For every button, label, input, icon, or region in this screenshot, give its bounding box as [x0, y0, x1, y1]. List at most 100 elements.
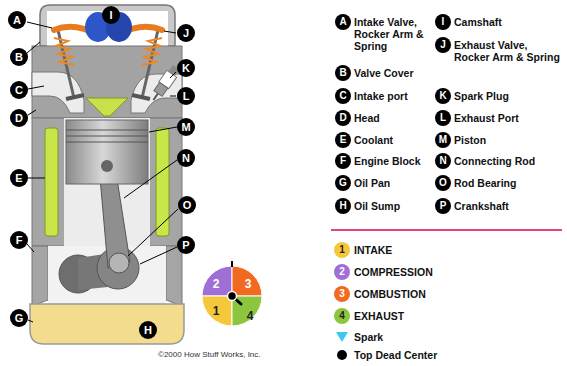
legend-text: Spark [354, 331, 383, 343]
part-name: Head [354, 112, 440, 124]
dial-combustion [232, 266, 262, 296]
plug-electrode [153, 93, 158, 100]
spark-triangle [336, 332, 348, 342]
leader-line [170, 72, 176, 78]
leader-lines [27, 22, 178, 322]
legend-number: 3 [334, 286, 350, 302]
crankcase-wall [166, 246, 182, 306]
dial-tick [231, 261, 233, 267]
callout-letter: K [177, 59, 195, 77]
plug-body [154, 82, 168, 96]
callout-letter: K [435, 88, 451, 104]
piston-ring [66, 130, 148, 131]
combustion-chamber [86, 98, 128, 116]
legend-text: Top Dead Center [354, 349, 437, 361]
copyright-note: ©2000 How Stuff Works, Inc. [158, 350, 261, 360]
dial-intake [202, 296, 232, 326]
stroke-number: 2 [208, 277, 224, 291]
coolant-jacket [45, 128, 58, 236]
leader-line [170, 96, 176, 97]
dial-exhaust [232, 296, 262, 326]
callout-letter: G [10, 309, 28, 327]
legend-text: COMBUSTION [354, 288, 426, 300]
part-name: Engine Block [354, 155, 440, 167]
callout-letter: C [10, 81, 28, 99]
legend-number: 4 [334, 308, 350, 324]
part-name: Crankshaft [454, 200, 564, 212]
legend-text: INTAKE [354, 244, 392, 256]
wrist-pin [101, 160, 113, 172]
callout-letter: P [177, 236, 195, 254]
part-name: Valve Cover [354, 67, 440, 79]
intake-port [32, 72, 84, 113]
callout-letter: J [435, 37, 451, 53]
part-name: Piston [454, 134, 564, 146]
cylinder-head [32, 46, 182, 118]
callout-letter: N [435, 153, 451, 169]
leader-line [128, 209, 178, 256]
callout-letter: B [10, 48, 28, 66]
callout-letter: D [10, 109, 28, 127]
leader-line [28, 86, 44, 89]
part-name: Intake port [354, 90, 440, 102]
callout-letter: O [178, 196, 196, 214]
leader-line [124, 160, 177, 198]
callout-letter: F [335, 153, 351, 169]
callout-letter: M [435, 132, 451, 148]
callout-letter: N [177, 149, 195, 167]
callout-letter: D [335, 110, 351, 126]
part-name: Coolant [354, 134, 440, 146]
part-name: Exhaust Port [454, 112, 564, 124]
stroke-number: 1 [208, 304, 224, 318]
valve-spring [142, 38, 162, 65]
head [32, 46, 182, 118]
callout-letter: J [177, 24, 195, 42]
legend-number: 1 [334, 242, 350, 258]
stroke-number: 3 [240, 277, 256, 291]
crankcase-wall [32, 246, 48, 306]
dial-compression [202, 266, 232, 296]
stroke-dial [202, 261, 262, 326]
part-name: Exhaust Valve, Rocker Arm & Spring [454, 39, 564, 63]
legend-number: 2 [334, 264, 350, 280]
callout-letter: L [435, 110, 451, 126]
callout-letter: G [335, 175, 351, 191]
piston [66, 120, 148, 184]
leader-line [28, 110, 36, 115]
part-name: Intake Valve, Rocker Arm & Spring [354, 16, 440, 52]
callout-letter: H [335, 198, 351, 214]
callout-letter: P [435, 198, 451, 214]
divider-line [331, 229, 562, 231]
piston-ring [66, 142, 148, 143]
valvetrain [54, 12, 162, 99]
part-name: Rod Bearing [454, 177, 564, 189]
leader-line [140, 247, 177, 264]
leader-line [27, 22, 52, 28]
leader-line [27, 244, 34, 252]
callout-letter: E [335, 132, 351, 148]
tdc-dot [337, 350, 347, 360]
engine-block [32, 118, 182, 306]
leader-line [164, 31, 176, 33]
part-name: Oil Sump [354, 200, 440, 212]
leader-line [149, 127, 177, 132]
part-name: Connecting Rod [454, 155, 564, 167]
callout-letter: C [335, 88, 351, 104]
leader-line [28, 320, 33, 322]
crank-throw [97, 247, 139, 289]
callout-letter: E [10, 169, 28, 187]
callout-letter: O [435, 175, 451, 191]
part-name: Spark Plug [454, 90, 564, 102]
tdc-symbol [336, 349, 348, 361]
callout-letter: I [435, 14, 451, 30]
dial-center [228, 292, 237, 301]
valve-spring [54, 38, 74, 65]
spark-symbol [335, 331, 349, 343]
oil-pan [30, 304, 184, 344]
legend-text: COMPRESSION [354, 266, 433, 278]
callout-letter: B [335, 65, 351, 81]
part-name: Camshaft [454, 16, 564, 28]
leader-line [28, 178, 45, 179]
callout-letter: F [10, 231, 28, 249]
